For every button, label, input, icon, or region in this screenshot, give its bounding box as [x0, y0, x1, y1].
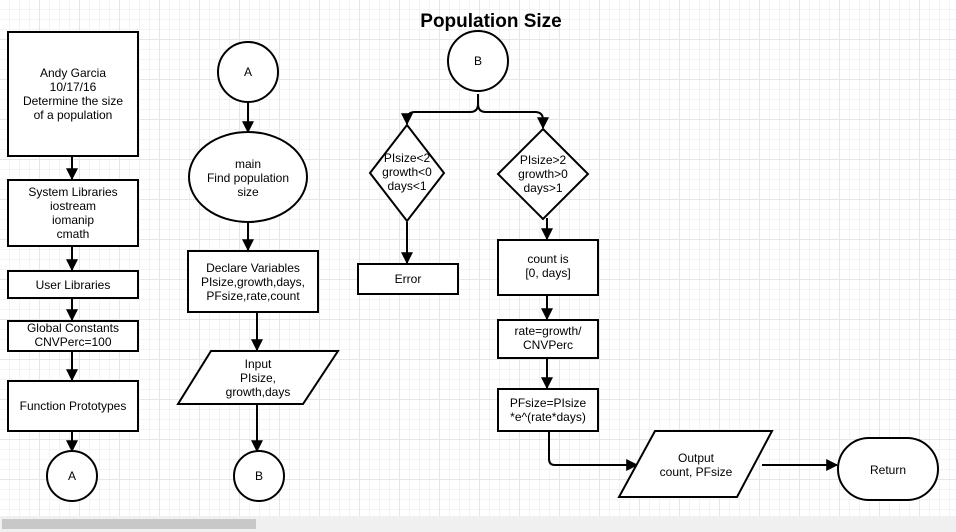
- horizontal-scrollbar[interactable]: [0, 516, 956, 532]
- output-line: count, PFsize: [660, 465, 733, 479]
- global-constants-line: Global Constants: [27, 321, 119, 335]
- return-label: Return: [870, 463, 906, 477]
- header-note-line: Determine the size: [23, 94, 123, 108]
- connector-a-top-label: A: [244, 65, 252, 79]
- function-prototypes-label: Function Prototypes: [20, 399, 127, 413]
- rate-calc-line: CNVPerc: [523, 338, 573, 352]
- declare-variables-line: PFsize,rate,count: [206, 289, 300, 303]
- node-connector-a-bottom[interactable]: A: [46, 450, 98, 502]
- system-libraries-line: System Libraries: [28, 185, 117, 199]
- input-line: PIsize,: [240, 371, 276, 385]
- edge-pfsize-to-output: [548, 431, 639, 471]
- decision-invalid-line: PIsize<2: [384, 151, 431, 165]
- declare-variables-line: Declare Variables: [206, 261, 300, 275]
- node-return[interactable]: Return: [837, 437, 939, 501]
- decision-valid-line: days>1: [523, 181, 562, 195]
- rate-calc-line: rate=growth/: [514, 324, 582, 338]
- node-loop-count[interactable]: count is[0, days]: [497, 239, 599, 296]
- decision-invalid-line: days<1: [387, 179, 426, 193]
- edge-connector-b-to-valid-check: [477, 94, 549, 130]
- node-connector-b-bottom[interactable]: B: [233, 450, 285, 502]
- system-libraries-line: cmath: [57, 227, 90, 241]
- edge-connector-b-to-invalid-check: [401, 94, 479, 126]
- connector-b-top-label: B: [474, 54, 482, 68]
- input-line: Input: [245, 357, 272, 371]
- pfsize-calc-line: *e^(rate*days): [510, 410, 586, 424]
- decision-valid-line: PIsize>2: [520, 153, 567, 167]
- global-constants-line: CNVPerc=100: [34, 335, 111, 349]
- header-note-line: Andy Garcia: [40, 66, 106, 80]
- system-libraries-line: iomanip: [52, 213, 94, 227]
- loop-count-line: [0, days]: [525, 266, 570, 280]
- decision-invalid-line: growth<0: [382, 165, 432, 179]
- main-line: main: [235, 157, 261, 171]
- node-connector-b-top[interactable]: B: [447, 30, 509, 92]
- user-libraries-label: User Libraries: [36, 278, 111, 292]
- node-rate-calc[interactable]: rate=growth/CNVPerc: [497, 319, 599, 359]
- node-pfsize-calc[interactable]: PFsize=PIsize*e^(rate*days): [497, 388, 599, 432]
- node-function-prototypes[interactable]: Function Prototypes: [7, 380, 139, 432]
- node-user-libraries[interactable]: User Libraries: [7, 270, 139, 299]
- pfsize-calc-line: PFsize=PIsize: [510, 396, 587, 410]
- error-label: Error: [395, 272, 422, 286]
- main-line: Find population: [207, 171, 289, 185]
- system-libraries-line: iostream: [50, 199, 96, 213]
- svg-text:PFsize=PIsize*e^(rate*days): PFsize=PIsize*e^(rate*days): [510, 396, 587, 424]
- decision-valid-line: growth>0: [518, 167, 568, 181]
- svg-text:rate=growth/CNVPerc: rate=growth/CNVPerc: [514, 324, 582, 352]
- node-connector-a-top[interactable]: A: [217, 41, 279, 103]
- main-line: size: [237, 185, 259, 199]
- header-note-line: 10/17/16: [50, 80, 97, 94]
- output-line: Output: [678, 451, 715, 465]
- loop-count-line: count is: [527, 252, 568, 266]
- diagram-title: Population Size: [420, 11, 561, 32]
- node-error[interactable]: Error: [357, 263, 459, 295]
- connector-a-bottom-label: A: [68, 469, 76, 483]
- scrollbar-thumb[interactable]: [2, 519, 256, 529]
- svg-text:count is[0, days]: count is[0, days]: [525, 252, 570, 280]
- connector-b-bottom-label: B: [255, 469, 263, 483]
- declare-variables-line: PIsize,growth,days,: [201, 275, 305, 289]
- input-line: growth,days: [226, 385, 291, 399]
- header-note-line: of a population: [34, 108, 113, 122]
